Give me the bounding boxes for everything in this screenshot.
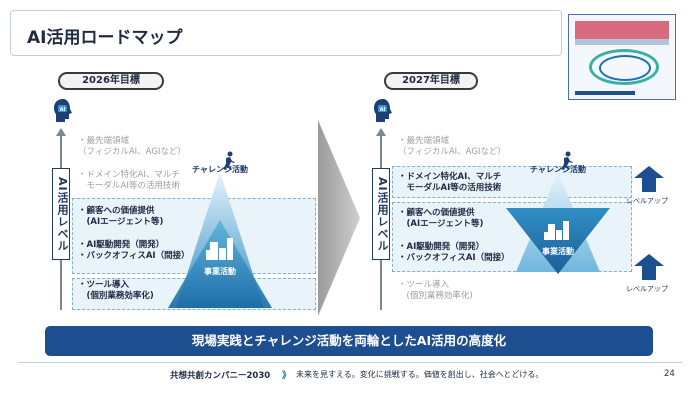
level-text-frontier: ・最先端領域（フィジカルAI、AGIなど）: [78, 136, 186, 157]
runner-icon: [223, 151, 235, 170]
summary-banner: 現場実践とチャレンジ活動を両輪としたAI活用の高度化: [45, 326, 653, 356]
year-label-2026: 2026年目標: [58, 72, 164, 90]
challenge-label: チャレンジ活動: [192, 164, 248, 174]
level-up-label: レベルアップ: [626, 285, 668, 293]
building-icon: [206, 238, 233, 260]
level-text-dev: ・AI駆動開発（開発）・バックオフィスAI（間接）: [78, 240, 190, 261]
axis-label-ai-level: AI活用レベル: [52, 168, 70, 260]
business-label: 事業活動: [204, 266, 236, 276]
footer-divider: [18, 362, 682, 363]
pyramid-inverted: [506, 208, 610, 274]
level-text-frontier: ・最先端領域（フィジカルAI、AGIなど）: [398, 136, 506, 157]
thumbnail-header-block: [575, 21, 669, 39]
level-up-label: レベルアップ: [626, 197, 668, 205]
pyramid-2026: チャレンジ活動 事業活動: [168, 151, 272, 308]
level-text-tools: ・ツール導入 (個別業務効率化): [398, 280, 473, 301]
year-label-2027: 2027年目標: [384, 72, 478, 90]
level-text-dev: ・AI駆動開発（開発）・バックオフィスAI（間接）: [398, 242, 510, 263]
level-text-customer: ・顧客への価値提供 (AIエージェント等): [78, 206, 164, 227]
level-up-arrow-icon: [634, 254, 664, 280]
axis-arrow-head: [376, 128, 386, 136]
ai-head-icon: AI: [54, 99, 72, 122]
thumbnail-footer-bar: [575, 91, 635, 95]
level-text-customer: ・顧客への価値提供 (AIエージェント等): [398, 208, 484, 229]
band-top: [392, 166, 632, 198]
footer-brand: 共想共創カンパニー2030: [170, 371, 271, 381]
level-text-domain: ・ドメイン特化AI、マルチ モーダルAI等の活用技術: [398, 172, 502, 193]
footer-slogan: 未来を見すえる。変化に挑戦する。価値を創出し、社会へとどける。: [296, 370, 544, 379]
business-label: 事業活動: [542, 246, 574, 256]
axis-arrow-head: [56, 128, 66, 136]
ai-badge-text: AI: [60, 107, 66, 113]
page-title: AI活用ロードマップ: [27, 28, 183, 48]
axis-label-ai-level: AI活用レベル: [372, 168, 390, 260]
pyramid-2027: チャレンジ活動 事業活動: [506, 151, 610, 274]
thumbnail-image: [568, 14, 676, 100]
thumbnail-city-strip: [575, 39, 669, 45]
building-icon: [544, 221, 569, 240]
page-number: 24: [664, 369, 675, 379]
transition-arrow-icon: [318, 120, 360, 316]
level-text-tools: ・ツール導入 (個別業務効率化): [78, 280, 154, 301]
thumbnail-inner-ring: [599, 55, 651, 81]
ai-head-icon: AI: [374, 99, 392, 122]
title-bar: AI活用ロードマップ: [10, 10, 562, 56]
chevron-right-icon: 》: [282, 371, 292, 381]
pyramid-inner: [168, 220, 272, 308]
challenge-label: チャレンジ活動: [530, 164, 586, 174]
level-text-domain: ・ドメイン特化AI、マルチ モーダルAI等の活用技術: [78, 170, 180, 191]
level-up-arrow-icon: [634, 166, 664, 192]
runner-icon: [561, 151, 573, 170]
ai-badge-text: AI: [380, 107, 386, 113]
thumbnail-ring: [589, 49, 659, 85]
footer: 共想共創カンパニー2030 》 未来を見すえる。変化に挑戦する。価値を創出し、社…: [0, 366, 700, 386]
